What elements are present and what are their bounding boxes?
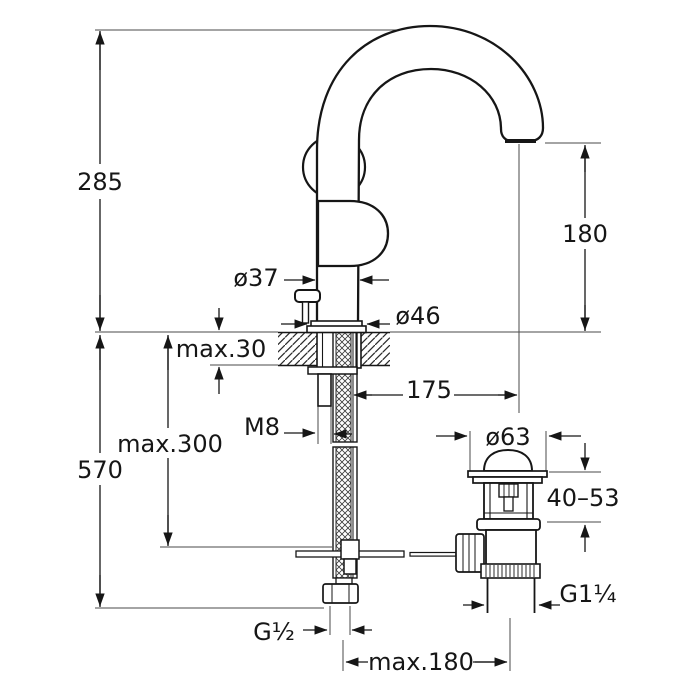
dimension-labels: 285 570 max.300 max.30 ø37 ø46 175 180 M… [77,168,619,676]
gooseneck-spout [315,24,545,325]
dim-below-deck-height-label: 570 [77,456,123,484]
hose-neck [335,577,353,585]
waste-thread [480,563,541,579]
dim-offset-max-label: max.180 [368,648,474,676]
dim-spout-reach-label: 175 [406,376,452,404]
dim-clearance-max-label: max.300 [117,430,223,458]
dim-base-diameter-label: ø46 [395,302,440,330]
waste-lower-body [485,529,537,566]
flexible-hose-upper [332,331,358,443]
reference-lines [95,29,601,671]
waste-dome-cap [482,448,534,472]
rod-clamp [340,539,360,575]
dim-deck-thickness-label: max.30 [176,335,266,363]
rod-right-segment [409,551,457,557]
lever-handle [316,199,390,268]
waste-upper-body [483,482,534,520]
deck-hatch-right [361,333,390,365]
dim-waste-cap-diameter-label: ø63 [485,423,530,451]
waste-tailpipe [486,578,536,613]
mounting-washer [307,366,358,375]
dim-clamp-range-label: 40–53 [546,484,619,512]
pop-up-rod [295,539,457,575]
deck-hatch-left [278,333,317,365]
dim-body-diameter-label: ø37 [233,264,278,292]
dimension-lines [95,31,590,667]
pop-up-waste [455,448,548,613]
base-flange [306,320,367,334]
deck-edges [278,331,390,367]
waste-knurled-nut [455,533,485,573]
dim-spout-height-label: 180 [562,220,608,248]
fixing-stud [317,373,332,407]
faucet-body [294,24,545,334]
waste-adjuster-screw [498,483,519,498]
dim-stud-thread-label: M8 [244,413,280,441]
dim-hose-thread-label: G½ [253,618,295,646]
dim-overall-height-label: 285 [77,168,123,196]
hose-end-nut [322,583,359,604]
waste-lower-flange [476,518,541,531]
waste-flange [467,470,548,484]
countertop-cross-section [278,331,390,367]
dim-waste-thread-label: G1¼ [559,580,616,608]
